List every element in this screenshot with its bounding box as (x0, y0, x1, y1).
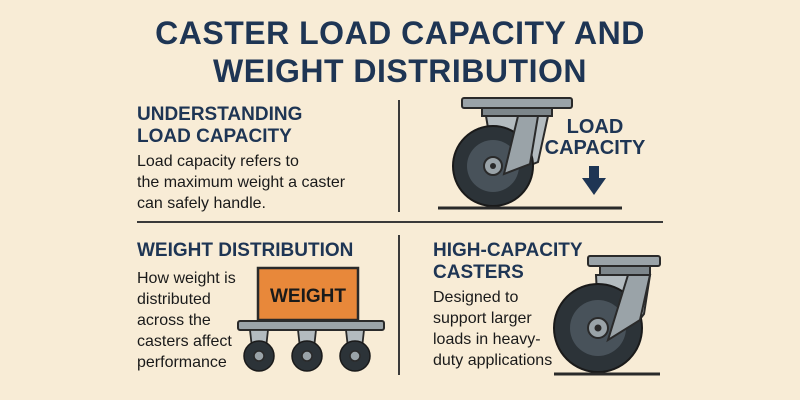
high-capacity-body: Designed to support larger loads in heav… (433, 287, 552, 371)
load-capacity-heading-line-1: UNDERSTANDING (137, 104, 303, 125)
weight-distribution-body-line-5: performance (137, 354, 227, 371)
high-capacity-body-line-1: Designed to (433, 289, 519, 306)
caster-wheel-icon (291, 329, 323, 372)
load-capacity-heading: UNDERSTANDING LOAD CAPACITY (137, 104, 302, 148)
load-capacity-body: Load capacity refers to the maximum weig… (137, 151, 345, 214)
weight-distribution-body-line-3: across the (137, 312, 211, 329)
heavy-duty-caster-graphic (553, 255, 661, 376)
load-capacity-body-line-3: can safely handle. (137, 195, 266, 212)
high-capacity-body-line-4: duty applications (433, 352, 553, 369)
weight-distribution-body-line-1: How weight is (137, 270, 236, 287)
load-capacity-body-line-2: the maximum weight a caster (137, 174, 346, 191)
swivel-caster-icon (438, 97, 622, 210)
weight-dolly-graphic: WEIGHT (237, 266, 385, 372)
weight-box-label: WEIGHT (270, 286, 346, 307)
weight-distribution-body: How weight is distributed across the cas… (137, 268, 236, 373)
high-capacity-heading-line-1: HIGH-CAPACITY (433, 240, 583, 261)
load-capacity-graphic: LOAD CAPACITY (438, 97, 646, 210)
dolly-platform (237, 320, 385, 331)
high-capacity-body-line-2: support larger (433, 310, 532, 327)
title-line-1: CASTER LOAD CAPACITY AND (155, 15, 645, 51)
high-capacity-heading: HIGH-CAPACITY CASTERS (433, 240, 583, 284)
weight-distribution-heading: WEIGHT DISTRIBUTION (137, 240, 354, 261)
title-line-2: WEIGHT DISTRIBUTION (213, 53, 587, 89)
heavy-duty-caster-icon (553, 255, 661, 376)
divider-vertical-bottom (398, 235, 400, 375)
high-capacity-heading-line-2: CASTERS (433, 262, 524, 283)
arrow-down-icon (582, 166, 606, 195)
weight-distribution-body-line-2: distributed (137, 291, 211, 308)
load-capacity-heading-line-2: LOAD CAPACITY (137, 126, 292, 147)
load-capacity-label-line-1: LOAD (567, 116, 624, 138)
weight-distribution-body-line-4: casters affect (137, 333, 232, 350)
high-capacity-body-line-3: loads in heavy- (433, 331, 541, 348)
load-capacity-label-line-2: CAPACITY (545, 137, 646, 159)
divider-vertical-top (398, 100, 400, 212)
caster-wheel-icon (243, 329, 275, 372)
caster-wheel-icon (339, 329, 371, 372)
divider-horizontal (137, 221, 663, 223)
load-capacity-body-line-1: Load capacity refers to (137, 153, 299, 170)
page-title: CASTER LOAD CAPACITY AND WEIGHT DISTRIBU… (0, 14, 800, 90)
